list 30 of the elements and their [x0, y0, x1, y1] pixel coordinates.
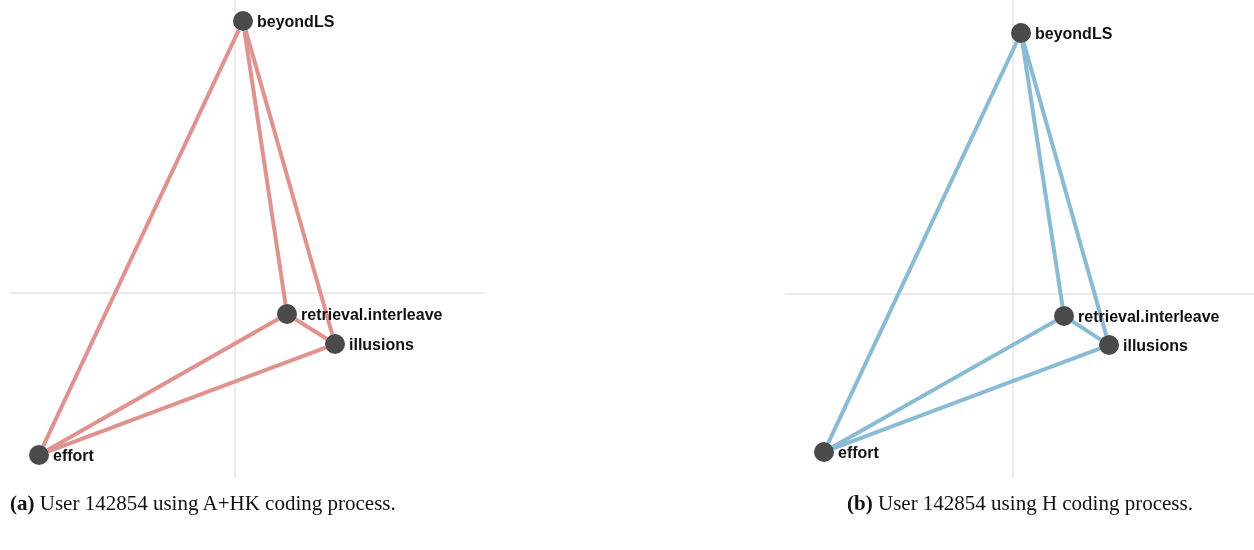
- figure-caption: (a) User 142854 using A+HK coding process.: [10, 490, 397, 517]
- node-label: effort: [53, 447, 94, 465]
- node-label: beyondLS: [1035, 25, 1113, 43]
- connector-line: [41, 29, 241, 447]
- node-label: effort: [838, 444, 879, 462]
- node-label: beyondLS: [257, 13, 335, 31]
- connector-line: [243, 30, 335, 335]
- node-dot: [29, 445, 49, 465]
- connector-line: [1020, 42, 1065, 307]
- connector-line: [1071, 319, 1102, 342]
- node-label: illusions: [349, 336, 414, 354]
- connector-line: [294, 317, 328, 341]
- connector-line: [46, 317, 280, 452]
- node-dot: [233, 11, 253, 31]
- node-dot: [1054, 306, 1074, 326]
- node-dot: [325, 334, 345, 354]
- node-dot: [277, 304, 297, 324]
- connector-line: [832, 346, 1101, 451]
- node-label: illusions: [1123, 337, 1188, 355]
- connector-line: [1021, 42, 1109, 336]
- node-label: retrieval.interleave: [1078, 308, 1220, 326]
- node-dot: [1099, 335, 1119, 355]
- node-label: retrieval.interleave: [301, 306, 443, 324]
- figure-caption: (b) User 142854 using H coding process.: [846, 490, 1194, 517]
- connector-line: [242, 30, 288, 305]
- connector-line: [826, 41, 1019, 444]
- node-dot: [1011, 23, 1031, 43]
- connector-line: [831, 319, 1057, 449]
- node-dot: [814, 442, 834, 462]
- connector-line: [47, 345, 327, 454]
